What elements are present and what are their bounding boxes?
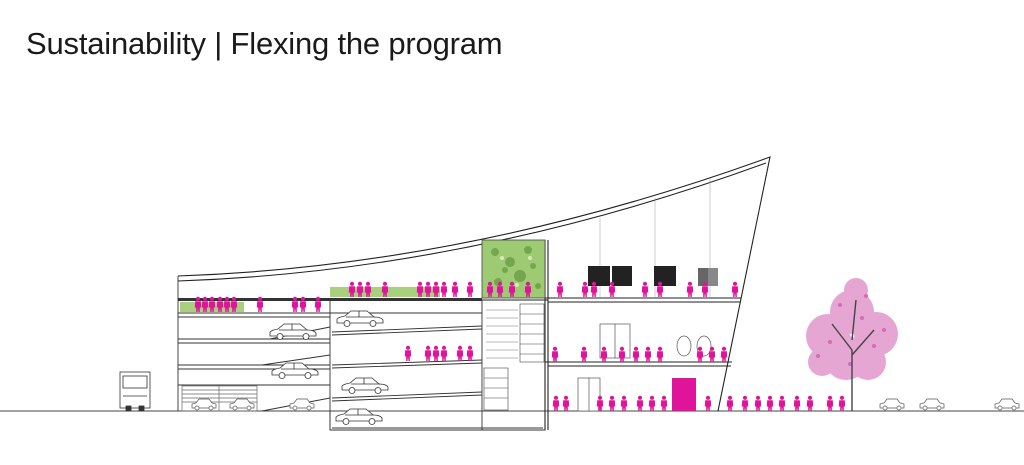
- parked-car: [229, 398, 255, 411]
- tree-icon: [806, 278, 898, 411]
- street-car: [994, 398, 1020, 411]
- parked-car: [341, 377, 389, 394]
- truck-icon: [119, 371, 151, 412]
- kiosk-block: [672, 378, 696, 411]
- parked-car: [191, 398, 217, 411]
- street-car: [919, 398, 945, 411]
- bookshelf-icon: [483, 303, 545, 411]
- parked-car: [269, 323, 317, 340]
- parked-car: [289, 398, 315, 411]
- interior-furniture: [588, 266, 718, 286]
- page-title: Sustainability | Flexing the program: [26, 26, 503, 61]
- street-car: [879, 398, 905, 411]
